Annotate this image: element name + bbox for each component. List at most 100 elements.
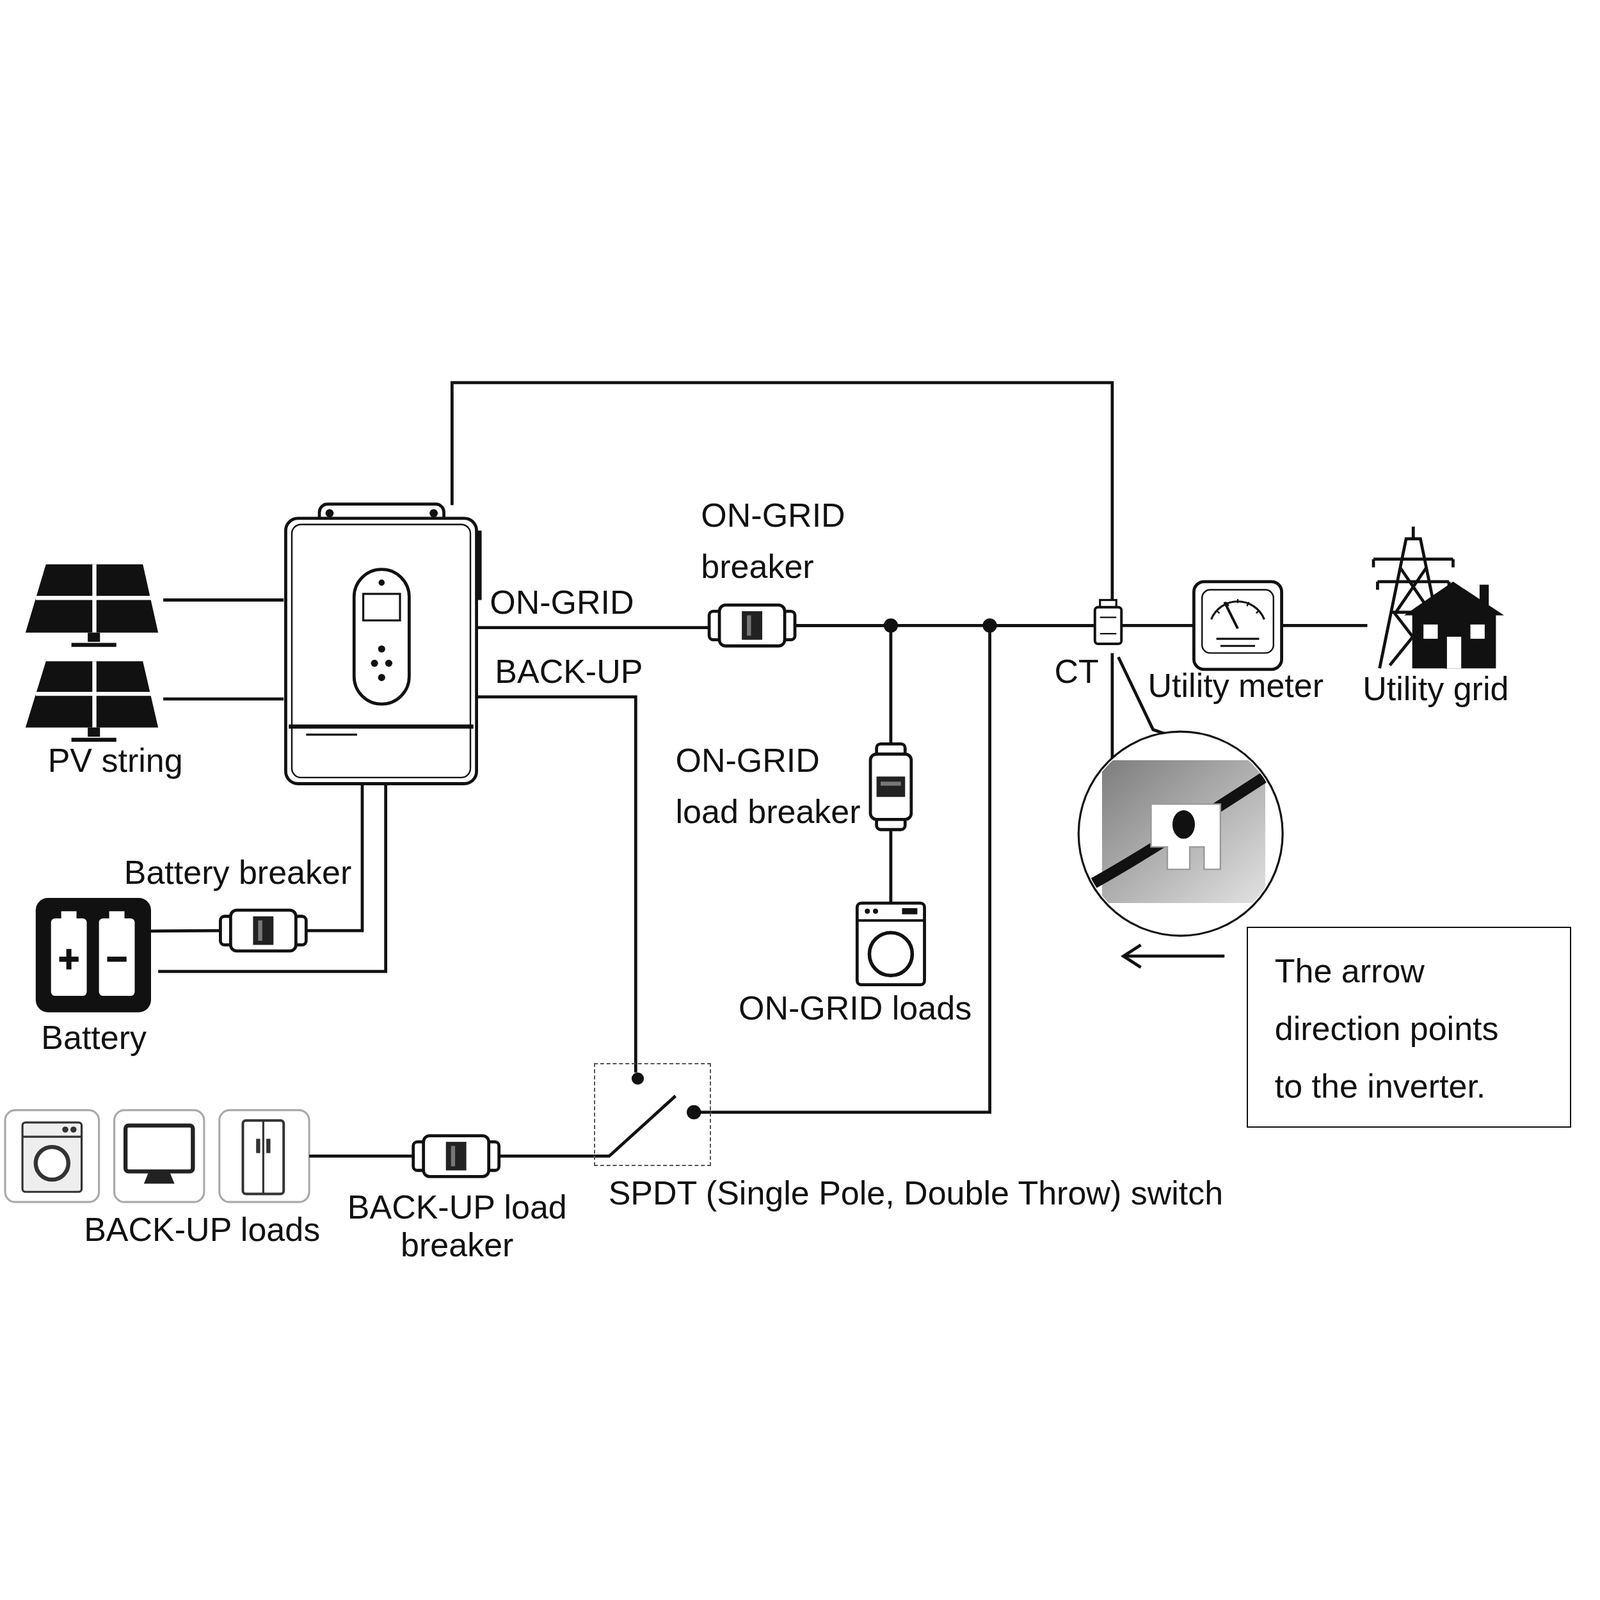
on-grid-load-breaker-symbol bbox=[870, 743, 912, 830]
on-grid-wire bbox=[477, 625, 710, 630]
house-window bbox=[1470, 624, 1485, 639]
washer-body bbox=[856, 903, 925, 985]
tv-screen bbox=[125, 1125, 193, 1172]
node-label: CT bbox=[1054, 651, 1099, 692]
pv-wire bbox=[163, 697, 284, 701]
battery bbox=[35, 897, 152, 1013]
meter-needle bbox=[1224, 602, 1238, 629]
washer-knob bbox=[864, 908, 870, 914]
node-label: ON-GRID loads bbox=[738, 988, 972, 1028]
inverter-button bbox=[378, 645, 386, 653]
switch-blade bbox=[593, 1095, 676, 1156]
washer-door bbox=[35, 1146, 69, 1180]
battery-body bbox=[35, 897, 152, 1013]
battery-cell bbox=[99, 918, 136, 996]
node-label: Battery bbox=[40, 1017, 147, 1058]
fridge-door-line bbox=[262, 1120, 265, 1195]
breaker-node: ON-GRID breaker bbox=[709, 604, 795, 646]
washer-knob bbox=[62, 1126, 69, 1133]
photo-background bbox=[1102, 760, 1266, 904]
washer-panel-line bbox=[22, 1136, 82, 1138]
switch-box: SPDT (Single Pole, Double Throw) switch bbox=[593, 1063, 712, 1167]
washer-door bbox=[869, 932, 912, 976]
washer-panel-line bbox=[856, 919, 925, 922]
wire-label: BACK-UP bbox=[494, 651, 643, 692]
photo-ct-clamp bbox=[1150, 803, 1220, 870]
battery-node: Battery bbox=[35, 897, 152, 1013]
battery-cell bbox=[51, 918, 88, 996]
minus-sign bbox=[106, 956, 127, 962]
pv-string-node: PV string bbox=[25, 561, 160, 745]
washer-knob bbox=[70, 1126, 77, 1133]
load-node: BACK-UP loads bbox=[5, 1110, 310, 1202]
battery-breaker-symbol bbox=[220, 910, 306, 952]
inverter-button bbox=[378, 673, 386, 681]
switch-contact bbox=[686, 1105, 701, 1120]
wire-connector bbox=[151, 929, 221, 934]
inverter-panel bbox=[353, 569, 409, 704]
inverter-side-port bbox=[475, 530, 482, 600]
plus-sign bbox=[58, 949, 79, 970]
panel-grid bbox=[35, 661, 152, 728]
utility-meter bbox=[1193, 581, 1282, 670]
panel-base bbox=[71, 737, 117, 742]
panel-post bbox=[87, 632, 100, 642]
back-up-wire bbox=[477, 696, 636, 1073]
ct-node: CT bbox=[1095, 607, 1122, 644]
panel-grid bbox=[35, 564, 152, 633]
meter-ticks bbox=[1216, 599, 1260, 614]
node-label: Utility grid bbox=[1362, 668, 1509, 709]
back-up-load-icons bbox=[5, 1110, 310, 1202]
panel-post bbox=[87, 727, 100, 737]
node-label: ON-GRID load breaker bbox=[675, 734, 877, 838]
node-label: SPDT (Single Pole, Double Throw) switch bbox=[608, 1173, 1224, 1213]
load-node: ON-GRID loads bbox=[856, 903, 925, 985]
inverter-band bbox=[288, 724, 474, 729]
grid-node: Utility grid bbox=[1367, 532, 1505, 669]
breaker-node: ON-GRID load breaker bbox=[870, 743, 912, 830]
inverter-led bbox=[378, 579, 386, 587]
meter-dial bbox=[1211, 601, 1265, 620]
house-roof bbox=[1404, 581, 1504, 616]
wire-connector bbox=[499, 1154, 594, 1158]
ct-symbol bbox=[1095, 600, 1122, 645]
note-box: The arrow direction points to the invert… bbox=[1246, 926, 1572, 1128]
panel-surface bbox=[25, 564, 159, 633]
wire-connector bbox=[794, 625, 891, 744]
node-label: Battery breaker bbox=[124, 852, 352, 893]
wire-connector bbox=[309, 1154, 414, 1158]
inverter-inner-edge bbox=[291, 524, 471, 778]
pv-wire bbox=[163, 598, 284, 602]
solar-panel bbox=[25, 661, 159, 740]
washer-display bbox=[901, 908, 918, 915]
photo-cable bbox=[1081, 763, 1286, 891]
node-label: ON-GRID breaker bbox=[700, 489, 903, 592]
meter-body bbox=[1193, 581, 1282, 670]
washer-knob bbox=[872, 908, 879, 914]
handle-screw bbox=[429, 509, 438, 518]
meter-lines bbox=[1216, 638, 1260, 646]
node-label: BACK-UP loads bbox=[83, 1209, 320, 1250]
icon-frame bbox=[219, 1110, 310, 1202]
node-label: Utility meter bbox=[1148, 665, 1324, 706]
wires bbox=[158, 382, 1256, 1157]
washing-machine bbox=[856, 903, 925, 985]
breaker-node: Battery breaker bbox=[220, 910, 306, 952]
icon-frame bbox=[114, 1110, 205, 1202]
wire-connector bbox=[1121, 624, 1194, 628]
ct-callout bbox=[1078, 731, 1286, 944]
node-label: PV string bbox=[48, 740, 184, 781]
inverter-screen bbox=[363, 593, 400, 621]
switch-pole bbox=[631, 1072, 644, 1085]
meter-face bbox=[1201, 590, 1274, 654]
node-label: The arrow direction points to the invert… bbox=[1274, 942, 1522, 1115]
house-window bbox=[1423, 624, 1438, 639]
inverter-band-mark bbox=[305, 733, 358, 736]
inverter-body bbox=[285, 518, 477, 784]
handle-screw bbox=[325, 509, 335, 518]
note-arrow bbox=[1123, 944, 1225, 968]
ct-signal-cable bbox=[451, 382, 1113, 608]
meter-node: Utility meter bbox=[1193, 581, 1282, 670]
